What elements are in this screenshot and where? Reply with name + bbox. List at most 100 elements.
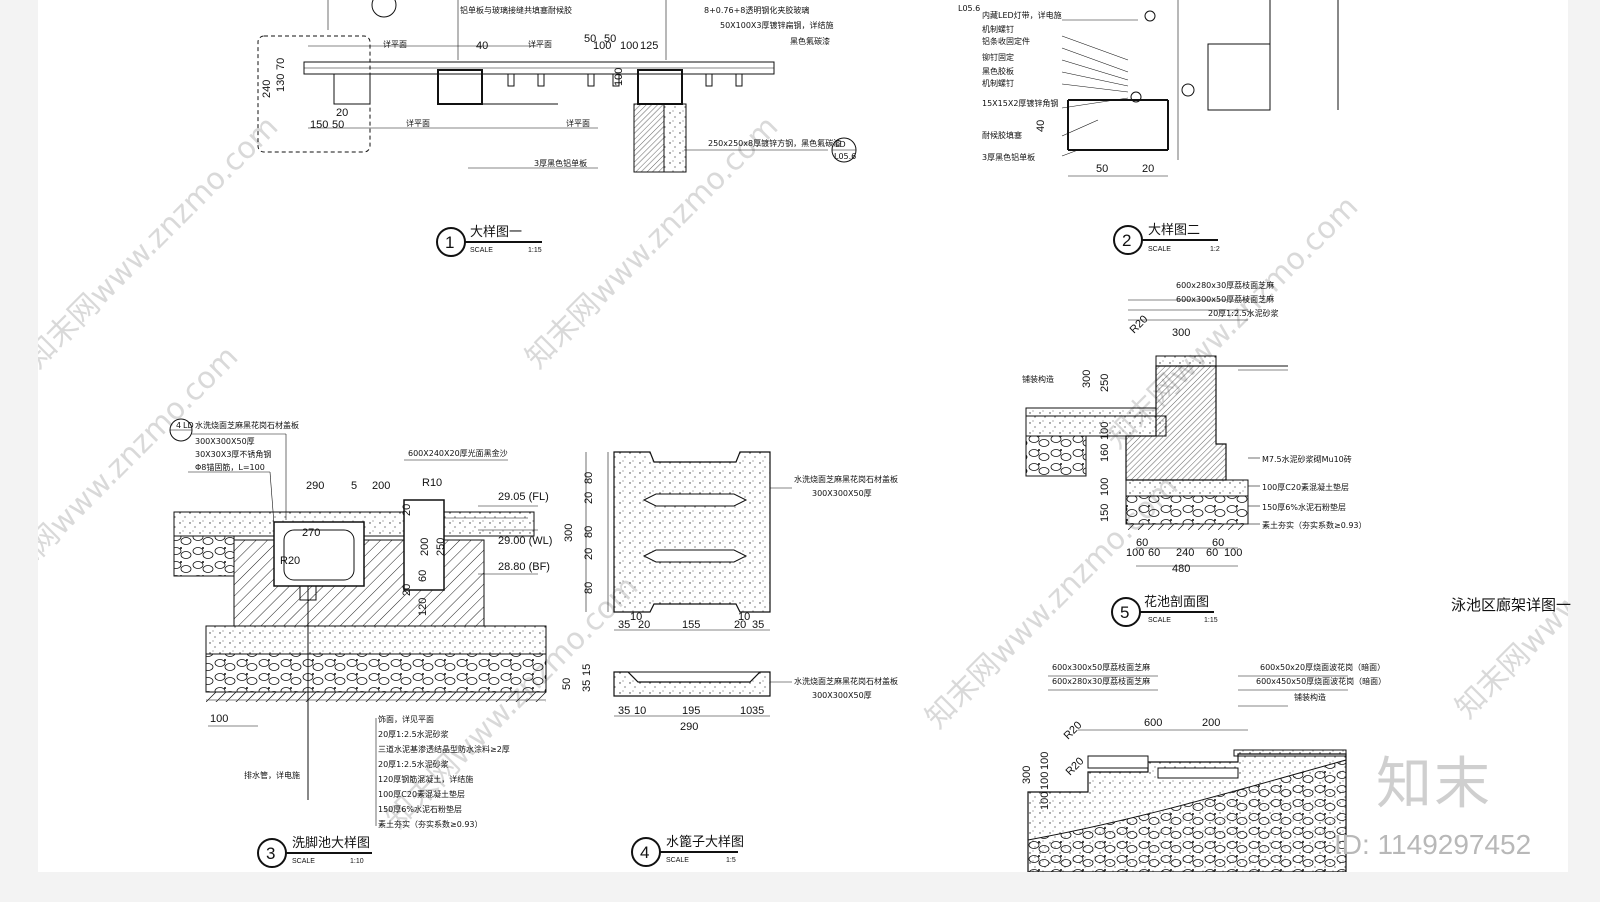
svg-text:1: 1 xyxy=(445,233,454,252)
dim: 20 xyxy=(583,492,595,504)
svg-text:水篦子大样图: 水篦子大样图 xyxy=(666,835,744,850)
svg-text:1:5: 1:5 xyxy=(726,857,736,864)
detail-6-drawing xyxy=(1027,675,1348,872)
dim: 120 xyxy=(417,598,429,616)
note: 300X300X50厚 xyxy=(812,489,872,498)
svg-text:1:15: 1:15 xyxy=(1204,617,1218,624)
dim: R20 xyxy=(1062,719,1085,742)
ref-tag: LD xyxy=(183,421,194,430)
dim: 60 xyxy=(1206,547,1218,559)
note: 600x300x50厚荔枝面芝麻 xyxy=(1176,294,1274,304)
dim: 5 xyxy=(351,480,357,492)
dim: R20 xyxy=(1064,755,1087,778)
label: 详平面 xyxy=(383,39,407,49)
svg-text:5: 5 xyxy=(1120,603,1129,622)
svg-text:洗脚池大样图: 洗脚池大样图 xyxy=(292,835,370,851)
ref-tag: L05.6 xyxy=(958,4,980,13)
dim: 155 xyxy=(682,619,700,631)
dim: 40 xyxy=(1035,120,1047,132)
dim: 250 xyxy=(435,538,447,556)
dim: 20 xyxy=(401,584,413,596)
detail-2-drawing: L05.6 xyxy=(958,0,1339,177)
note: 600X240X20厚光面黑金沙 xyxy=(408,448,508,458)
dim: 250 xyxy=(1099,374,1111,392)
dim: 300 xyxy=(1021,766,1033,784)
svg-text:SCALE: SCALE xyxy=(470,247,493,254)
dim: 100 xyxy=(1099,478,1111,496)
detail-3-drawing: 4 LD xyxy=(169,418,547,826)
dim: 240 xyxy=(1176,547,1194,559)
note: 600x300x50厚荔枝面芝麻 xyxy=(1052,662,1150,672)
note: 600x50x20厚烧面波花岗（暗面） xyxy=(1260,662,1385,672)
dim: 20 xyxy=(638,619,650,631)
ref-tag: 4 xyxy=(176,421,181,430)
note: 600x450x50厚烧面波花岗（暗面） xyxy=(1256,676,1386,686)
svg-text:4: 4 xyxy=(640,843,649,862)
dim: 100 xyxy=(1039,792,1051,810)
dim: 200 xyxy=(372,480,390,492)
dim: 200 xyxy=(419,538,431,556)
dim: 80 xyxy=(583,526,595,538)
dim: 300 xyxy=(1172,327,1190,339)
detail-3-notes: 水洗烧面芝麻黑花岗石材盖板 300X300X50厚 30X30X3厚不锈角钢 Φ… xyxy=(195,420,552,829)
layer-note: 饰面，详见平面 xyxy=(378,714,434,724)
note: 机制螺钉 xyxy=(982,78,1014,88)
svg-text:大样图一: 大样图一 xyxy=(470,225,522,240)
dim: 100 xyxy=(1039,752,1051,770)
detail-title-4: 4 水篦子大样图 SCALE 1:5 xyxy=(631,835,744,867)
layer-note: 三道水泥基渗透结晶型防水涂料≥2厚 xyxy=(378,744,510,754)
dim: 240 xyxy=(261,80,273,98)
note: 水洗烧面芝麻黑花岗石材盖板 xyxy=(794,474,898,484)
detail-title-1: 1 大样图一 SCALE 1:15 xyxy=(436,225,542,257)
layer-note: 150厚6%水泥石粉垫层 xyxy=(378,804,462,814)
detail-1-notes: 铝单板与玻璃接缝共填塞耐候胶 8+0.76+8透明钢化夹胶玻璃 50X100X3… xyxy=(261,5,841,168)
layer-note: 120厚钢筋混凝土，详结施 xyxy=(378,774,473,784)
note: 3厚黑色铝单板 xyxy=(982,152,1035,162)
dim: 20 xyxy=(336,107,348,119)
dim: 80 xyxy=(583,582,595,594)
dim: 195 xyxy=(682,705,700,717)
note: 600x280x30厚荔枝面芝麻 xyxy=(1176,280,1274,290)
dim: 35 xyxy=(752,705,764,717)
svg-text:1:10: 1:10 xyxy=(350,858,364,865)
detail-title-2: 2 大样图二 SCALE 1:2 xyxy=(1113,223,1220,255)
svg-text:SCALE: SCALE xyxy=(666,857,689,864)
dim: 125 xyxy=(640,40,658,52)
dim: R10 xyxy=(422,477,442,489)
label: 详平面 xyxy=(406,118,430,128)
dim: 300 xyxy=(1081,370,1093,388)
watermark-id: ID: 1149297452 xyxy=(1334,829,1532,860)
watermarks: 知末网www.znzmo.com 知末网www.znzmo.com 知末网www… xyxy=(38,109,1568,835)
note: 黑色胶板 xyxy=(982,66,1014,76)
dim: 60 xyxy=(1136,537,1148,549)
dim: 10 xyxy=(630,611,642,623)
dim: 50 xyxy=(332,119,344,131)
note: Φ8锚固筋，L=100 xyxy=(195,462,265,472)
dim: 270 xyxy=(302,527,320,539)
svg-text:1:2: 1:2 xyxy=(1210,246,1220,253)
label: 详平面 xyxy=(528,39,552,49)
dim: 300 xyxy=(563,524,575,542)
detail-4-drawing xyxy=(585,451,792,717)
dim: 60 xyxy=(1212,537,1224,549)
note: 铺装构造 xyxy=(1022,374,1054,384)
dim: 10 xyxy=(634,705,646,717)
dim: 50 xyxy=(604,33,616,45)
level-mark: 29.05 (FL) xyxy=(498,491,549,503)
dim: 10 xyxy=(738,611,750,623)
sheet-title: 泳池区廊架详图一 xyxy=(1451,596,1571,614)
svg-text:1:15: 1:15 xyxy=(528,247,542,254)
dim: 20 xyxy=(401,504,413,516)
note: 300X300X50厚 xyxy=(195,437,255,446)
note: 内藏LED灯带，详电施 xyxy=(982,10,1062,20)
dim: 60 xyxy=(417,570,429,582)
dim: 160 xyxy=(1099,444,1111,462)
note: 排水管，详电施 xyxy=(244,770,300,780)
dim: 480 xyxy=(1172,563,1190,575)
svg-text:大样图二: 大样图二 xyxy=(1148,223,1200,238)
note: 30X30X3厚不锈角钢 xyxy=(195,449,271,459)
note: 150厚6%水泥石粉垫层 xyxy=(1262,502,1346,512)
dim: 50 xyxy=(584,33,596,45)
watermark-text: 知末网www.znzmo.com xyxy=(38,109,285,375)
note: 铆钉固定 xyxy=(982,52,1014,62)
